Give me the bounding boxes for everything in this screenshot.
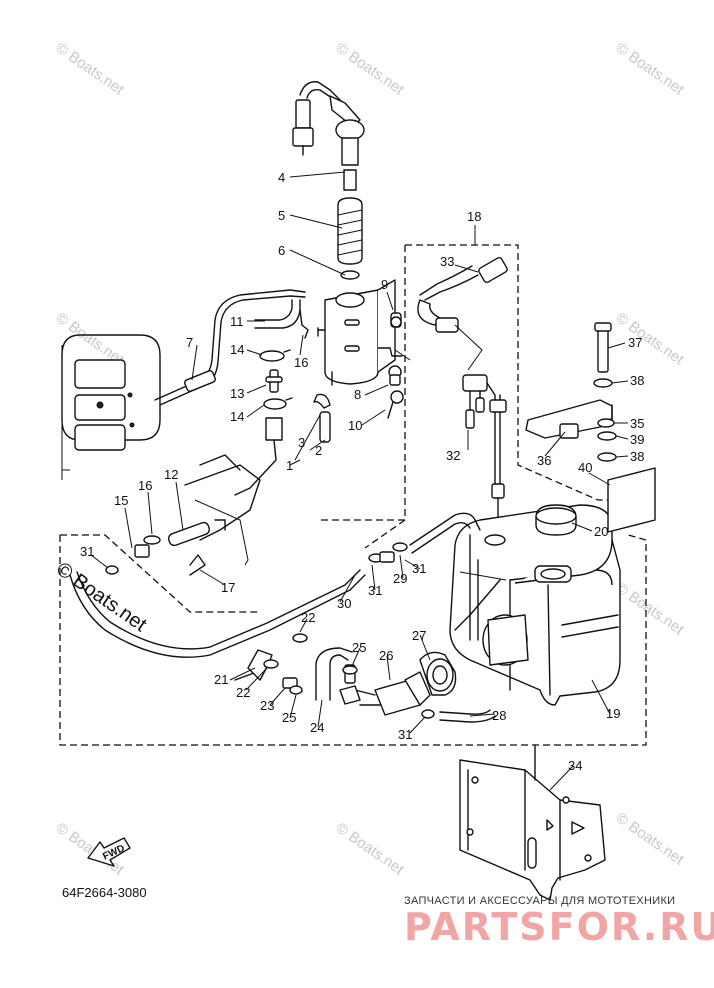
callout-40: 40 xyxy=(578,460,592,475)
callouts: 1 2 3 4 5 6 7 8 9 10 11 12 13 14 14 15 1… xyxy=(80,170,644,773)
callout-29: 29 xyxy=(393,571,407,586)
footer-subtitle: ЗАПЧАСТИ И АКСЕССУАРЫ ДЛЯ МОТОТЕХНИКИ xyxy=(404,895,675,907)
engine-bracket xyxy=(167,454,261,566)
watermark: © Boats.net xyxy=(53,39,128,98)
callout-13: 13 xyxy=(230,386,244,401)
callout-11: 11 xyxy=(230,314,244,329)
watermark: © Boats.net xyxy=(613,809,688,868)
callout-25: 25 xyxy=(282,710,296,725)
clamps xyxy=(105,535,435,719)
callout-19: 19 xyxy=(606,706,620,721)
callout-25: 25 xyxy=(352,640,366,655)
callout-15: 15 xyxy=(114,493,128,508)
callout-7: 7 xyxy=(186,335,193,350)
callout-10: 10 xyxy=(348,418,362,433)
callout-34: 34 xyxy=(568,758,582,773)
callout-8: 8 xyxy=(354,387,361,402)
callout-39: 39 xyxy=(630,432,644,447)
fuel-cap xyxy=(535,504,577,536)
footer-brand: PARTSFOR.RU xyxy=(404,905,714,949)
callout-38: 38 xyxy=(630,449,644,464)
callout-36: 36 xyxy=(537,453,551,468)
callout-17: 17 xyxy=(221,580,235,595)
callout-22: 22 xyxy=(301,610,315,625)
callout-4: 4 xyxy=(278,170,285,185)
callout-22: 22 xyxy=(236,685,250,700)
connector-line-18 xyxy=(394,349,411,361)
fuel-hoses xyxy=(69,512,501,723)
fuel-filter-assembly xyxy=(292,81,396,386)
callout-5: 5 xyxy=(278,208,285,223)
callout-37: 37 xyxy=(628,335,642,350)
callout-28: 28 xyxy=(492,708,506,723)
callout-23: 23 xyxy=(260,698,274,713)
hose-11b xyxy=(254,299,301,329)
callout-9: 9 xyxy=(381,277,388,292)
callout-31: 31 xyxy=(80,544,94,559)
callout-31: 31 xyxy=(368,583,382,598)
watermark: © Boats.net xyxy=(613,309,688,368)
callout-2: 2 xyxy=(315,443,322,458)
callout-31: 31 xyxy=(412,561,426,576)
watermark: © Boats.net xyxy=(333,39,408,98)
callout-31: 31 xyxy=(398,727,412,742)
callout-18: 18 xyxy=(467,209,481,224)
callout-26: 26 xyxy=(379,648,393,663)
callout-14: 14 xyxy=(230,409,244,424)
tank-bracket xyxy=(459,744,606,901)
callout-14: 14 xyxy=(230,342,244,357)
fuel-tank xyxy=(449,504,621,706)
callout-12: 12 xyxy=(164,467,178,482)
callout-6: 6 xyxy=(278,243,285,258)
callout-38: 38 xyxy=(630,373,644,388)
callout-27: 27 xyxy=(412,628,426,643)
watermark: © Boats.net xyxy=(613,579,688,638)
callout-32: 32 xyxy=(446,448,460,463)
engine-outline xyxy=(61,334,161,480)
callout-24: 24 xyxy=(310,720,324,735)
tank-strap xyxy=(525,322,656,533)
callout-35: 35 xyxy=(630,416,644,431)
leader-lines xyxy=(90,171,629,791)
watermark: © Boats.net xyxy=(613,39,688,98)
watermark: © Boats.net xyxy=(333,819,408,878)
small-parts xyxy=(234,309,404,496)
hose-7 xyxy=(154,289,306,406)
sender-group xyxy=(417,256,508,523)
callout-21: 21 xyxy=(214,672,228,687)
fuel-pump xyxy=(339,651,457,716)
callout-30: 30 xyxy=(337,596,351,611)
callout-20: 20 xyxy=(594,524,608,539)
callout-16: 16 xyxy=(138,478,152,493)
hose-11 xyxy=(254,299,293,321)
diagram-code: 64F2664-3080 xyxy=(62,885,147,900)
callout-1: 1 xyxy=(286,458,293,473)
callout-16: 16 xyxy=(294,355,308,370)
group-outlines xyxy=(59,244,647,746)
callout-33: 33 xyxy=(440,254,454,269)
watermark-main: © Boats.net xyxy=(52,558,151,636)
callout-3: 3 xyxy=(298,435,305,450)
